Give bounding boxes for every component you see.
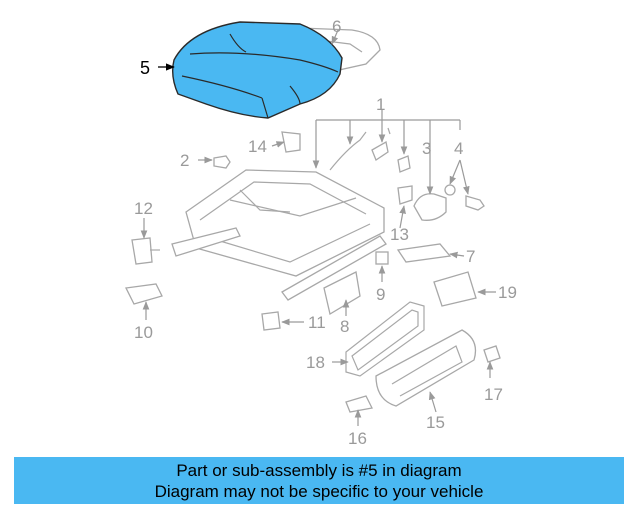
parts-diagram: 1 2 3 4 5 6 7 8 9 10 11 12 13 14 15 16 1… [125, 17, 517, 448]
callout-6: 6 [332, 17, 341, 36]
part-11-switch [261, 311, 281, 331]
callout-7: 7 [466, 247, 475, 266]
part-3-motor [413, 193, 447, 221]
info-banner: Part or sub-assembly is #5 in diagram Di… [14, 457, 624, 504]
part-8-cover [323, 271, 361, 316]
callout-5[interactable]: 5 [140, 58, 150, 78]
part-7-link [396, 243, 452, 263]
part-2-bolt [204, 155, 231, 169]
callout-19: 19 [498, 283, 517, 302]
callout-13: 13 [390, 225, 409, 244]
part-4-bolts [444, 184, 485, 211]
callout-9: 9 [376, 285, 385, 304]
callout-3: 3 [422, 139, 431, 158]
callout-1: 1 [376, 95, 385, 114]
callout-4: 4 [454, 139, 463, 158]
seat-track-frame [171, 169, 413, 301]
callout-15: 15 [426, 413, 445, 432]
callout-14: 14 [248, 137, 267, 156]
callout-12: 12 [134, 199, 153, 218]
callout-16: 16 [348, 429, 367, 448]
banner-line-1: Part or sub-assembly is #5 in diagram [176, 461, 462, 480]
banner-line-2: Diagram may not be specific to your vehi… [154, 482, 484, 501]
part-16-clip [345, 395, 373, 413]
leader-lines [140, 29, 496, 426]
part-1-harness-group [329, 127, 411, 173]
part-17-knob [483, 345, 501, 363]
callout-10: 10 [134, 323, 153, 342]
part-15-side-panel [375, 329, 477, 407]
part-14-clip [281, 131, 301, 153]
part-10-cover [125, 283, 163, 305]
callout-2: 2 [180, 151, 189, 170]
callout-17: 17 [484, 385, 503, 404]
part-12-bracket [131, 237, 160, 265]
callout-18: 18 [306, 353, 325, 372]
part-5-seat-cushion[interactable] [171, 21, 343, 119]
part-18-handle [345, 301, 425, 377]
part-19-module [433, 271, 477, 307]
callout-8: 8 [340, 317, 349, 336]
part-9-clip [375, 251, 389, 265]
callout-11: 11 [308, 313, 326, 332]
